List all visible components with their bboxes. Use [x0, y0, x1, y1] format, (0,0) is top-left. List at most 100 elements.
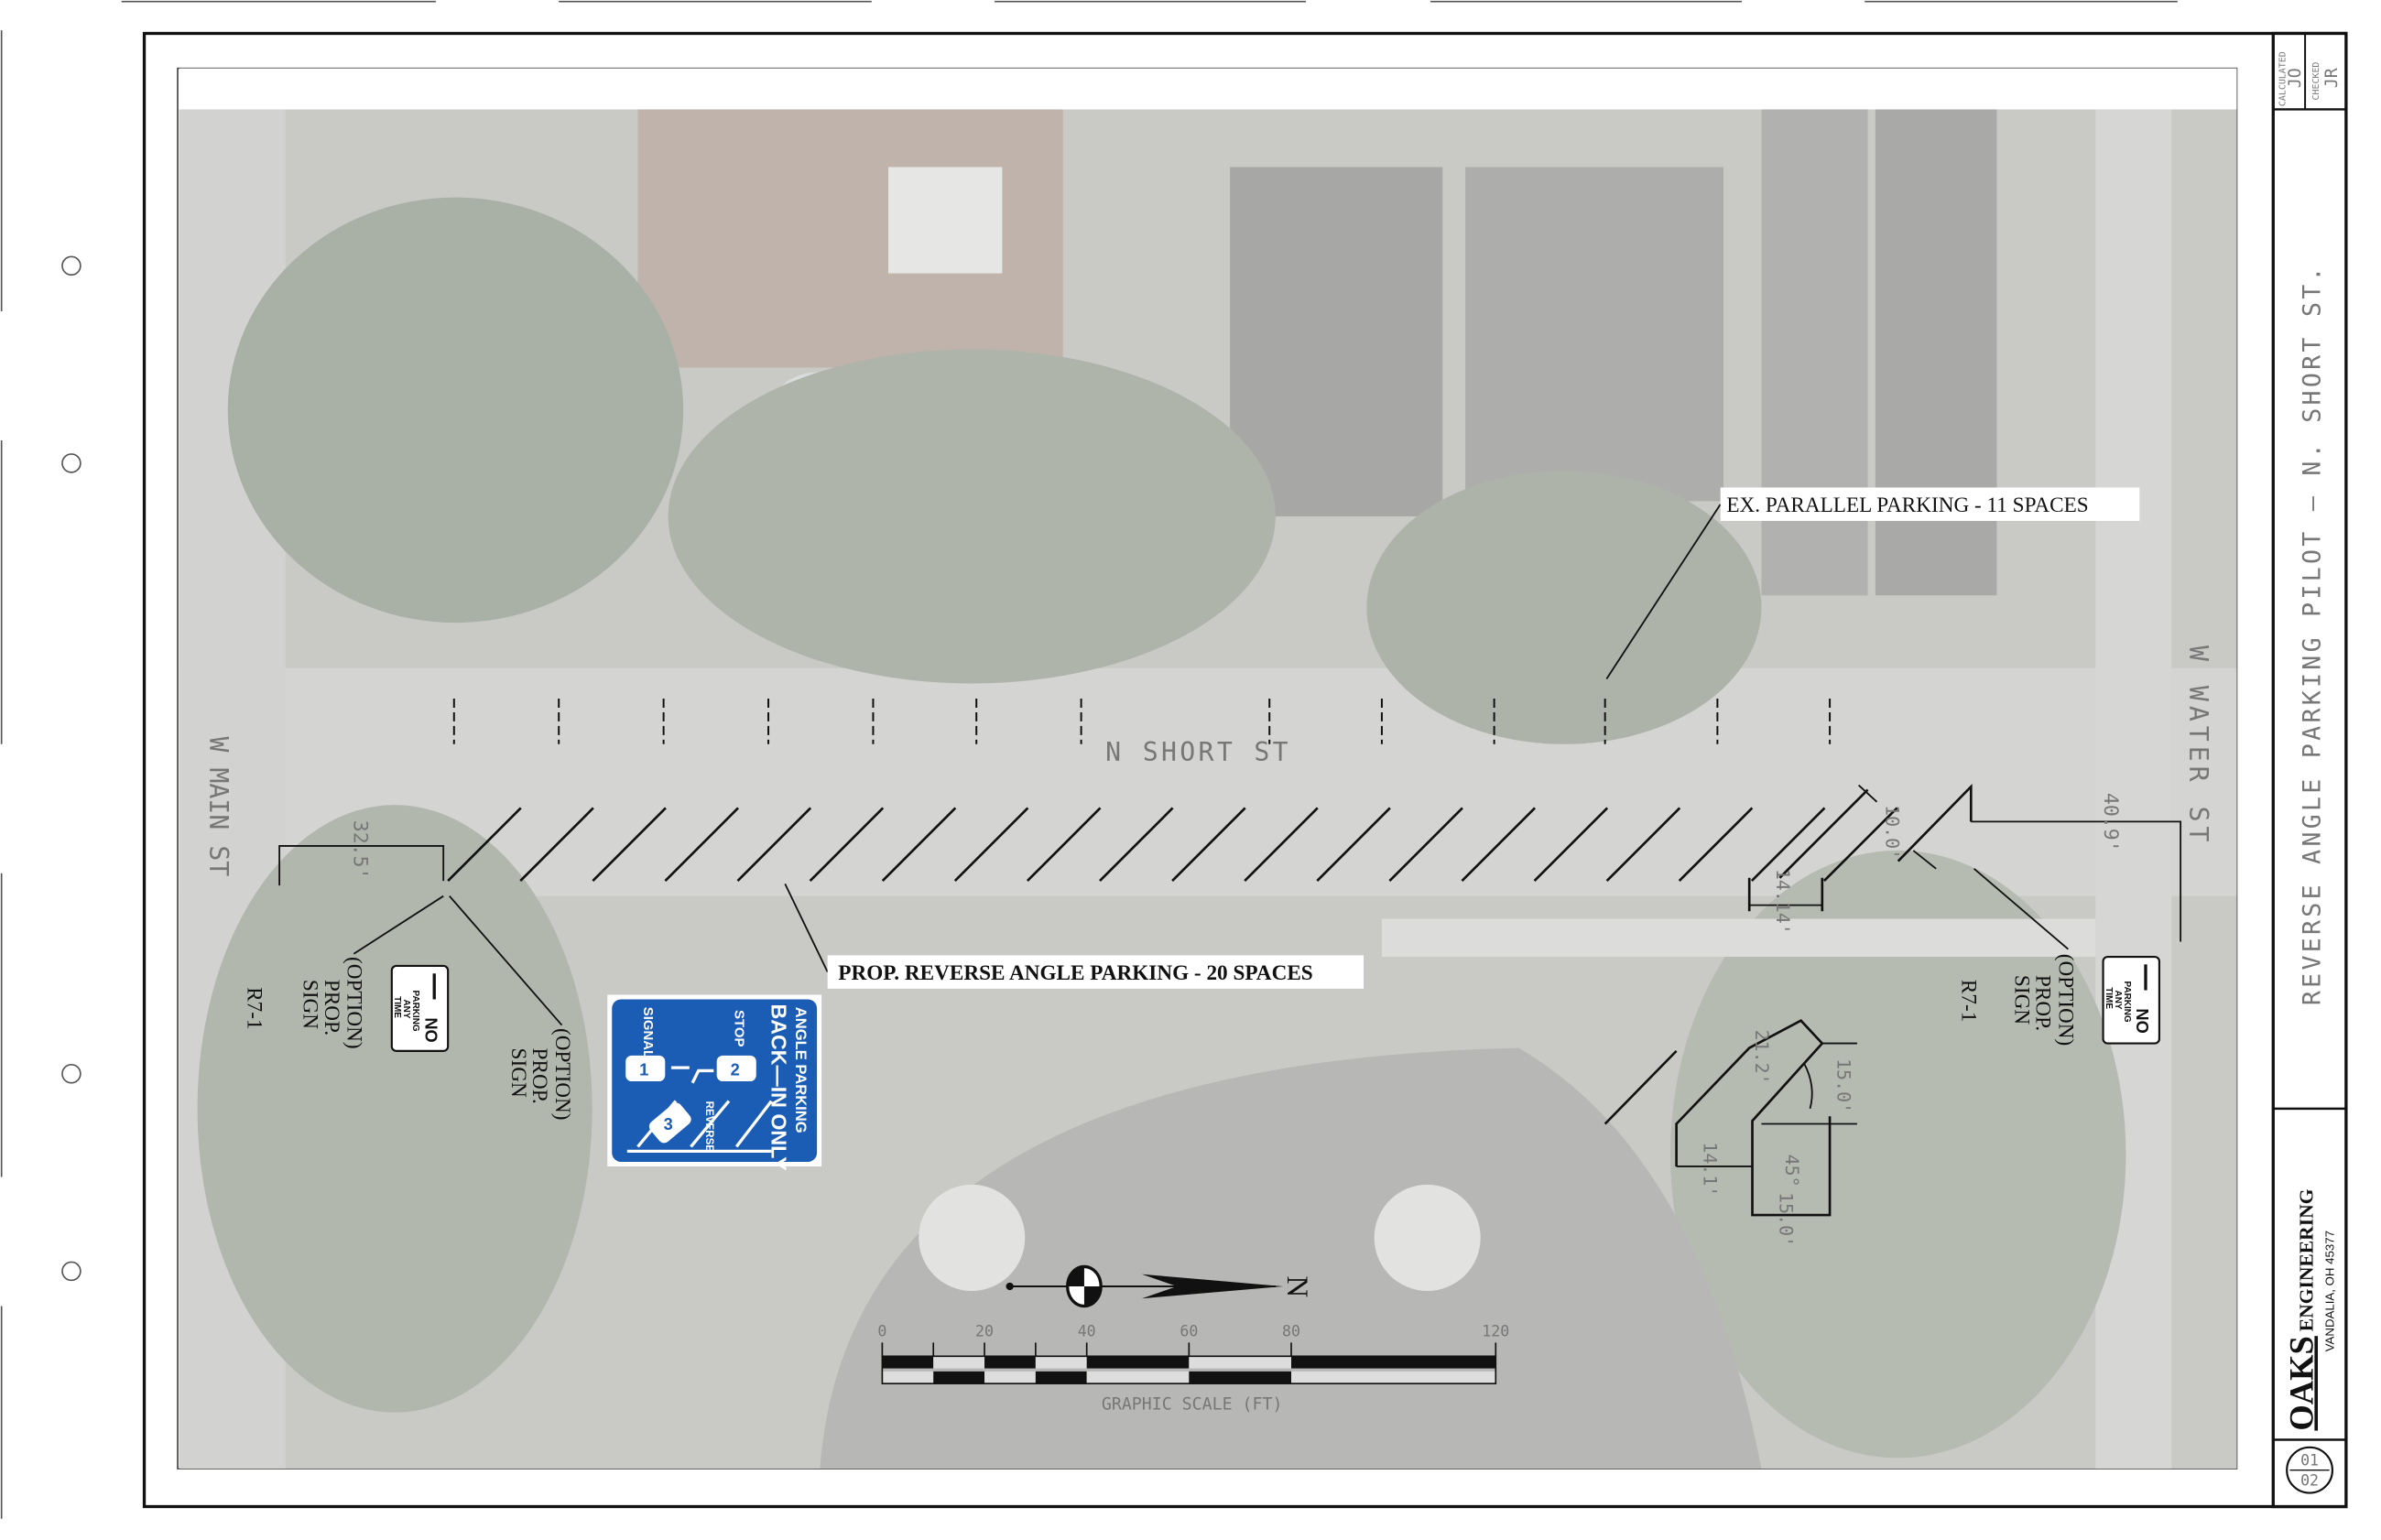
callout-text: PROP. REVERSE ANGLE PARKING - 20 SPACES — [838, 961, 1312, 985]
sheet-title: REVERSE ANGLE PARKING PILOT – N. SHORT S… — [2299, 264, 2327, 1005]
scale-tick-label: 60 — [1180, 1323, 1198, 1340]
sign-text: ANGLE PARKING — [792, 1007, 810, 1133]
scale-segment — [984, 1356, 1036, 1369]
no-parking-sign-right: NO PARKING ANY TIME — [2102, 955, 2160, 1045]
dimension-text: 14.14' — [1772, 869, 1793, 935]
aerial-photo — [179, 68, 2237, 1470]
label-line: SIGN — [506, 1048, 530, 1098]
sheet-number: 01 — [2300, 1452, 2319, 1470]
back-in-only-sign: ANGLE PARKING BACK—IN ONLY STOP SIGNAL R… — [607, 994, 822, 1171]
dimension-text: 14.1' — [1699, 1142, 1720, 1197]
scale-tick-label: 0 — [877, 1323, 886, 1340]
scale-tick-label: 40 — [1078, 1323, 1096, 1340]
sign-text: STOP — [732, 1010, 747, 1047]
checked-by: JR — [2322, 68, 2342, 88]
sign-text: TIME — [392, 996, 402, 1018]
sign-text: NO — [2133, 1008, 2152, 1033]
label-line: SIGN — [2009, 975, 2033, 1025]
sheet-number-badge: 01 02 — [2286, 1446, 2334, 1494]
sign-text: ANY — [2113, 991, 2123, 1010]
north-label: N — [1280, 1275, 1314, 1297]
proposed-angle-parking-stripes — [447, 807, 1898, 883]
dimension-text: 40.9' — [2099, 793, 2122, 852]
sheet-total: 02 — [2300, 1471, 2319, 1489]
scale-segment — [882, 1371, 934, 1384]
dimension-text: 21.2' — [1751, 1030, 1772, 1085]
calculated-label: CALCULATED — [2278, 51, 2289, 106]
label-line: (OPTION) — [2053, 954, 2077, 1047]
scale-tick-label: 80 — [1282, 1323, 1300, 1340]
parking-stripe — [664, 807, 739, 883]
title-block: CALCULATED JO CHECKED JR REVERSE ANGLE P… — [2271, 31, 2348, 1509]
parking-stripe — [1605, 807, 1681, 883]
existing-parallel-parking-ticks — [452, 699, 1832, 744]
scale-segment — [1290, 1356, 1496, 1369]
dimension-text: 15.0' — [1832, 1058, 1854, 1113]
logo-text: ENGINEERING — [2295, 1188, 2317, 1331]
graphic-scale: GRAPHIC SCALE (FT) 0 20 40 60 80 120 — [877, 1323, 1509, 1415]
stall-detail: 21.2' 15.0' 14.1' 45° 15.0' — [1604, 1019, 1857, 1247]
company-location: VANDALIA, OH 45377 — [2323, 1231, 2337, 1351]
scale-segment — [984, 1371, 1036, 1384]
end-island-right — [1747, 783, 1973, 912]
scale-title: GRAPHIC SCALE (FT) — [1102, 1394, 1283, 1414]
parking-stripe — [447, 807, 522, 883]
no-parking-sign-left: NO PARKING ANY TIME — [390, 964, 450, 1052]
label-line: (OPTION) — [550, 1028, 574, 1121]
sign-text: SIGNAL — [640, 1007, 656, 1058]
scale-tick-label: 20 — [975, 1323, 994, 1340]
label-line: PROP. — [527, 1048, 551, 1104]
scale-segment — [933, 1356, 985, 1369]
dimension-text: 45° — [1781, 1155, 1802, 1188]
binder-holes — [61, 255, 82, 1282]
parking-stripe — [736, 807, 812, 883]
callout-proposed-parking: PROP. REVERSE ANGLE PARKING - 20 SPACES — [784, 884, 1364, 989]
parking-stripe — [519, 807, 594, 883]
scale-tick-label: 120 — [1482, 1323, 1509, 1340]
parking-stripe — [1244, 807, 1319, 883]
sign-text: PARKING — [410, 991, 420, 1032]
dimension-stall-width-projected: 14.14' — [1749, 869, 1822, 935]
sign-text: ANY — [401, 999, 411, 1018]
sign-code-label: R7-1 — [242, 987, 266, 1029]
street-label-n-short: N SHORT ST — [1105, 737, 1291, 767]
sign-text: BACK—IN ONLY — [766, 1003, 790, 1171]
sign-text: 1 — [639, 1059, 648, 1079]
label-line: (OPTION) — [342, 957, 366, 1049]
parking-stripe — [1388, 807, 1463, 883]
sign-text: 3 — [664, 1114, 673, 1133]
callout-existing-parking: EX. PARALLEL PARKING - 11 SPACES — [1605, 487, 2140, 679]
scale-segment — [1035, 1356, 1087, 1369]
trim-marks — [0, 0, 2178, 1519]
sign-text: 2 — [731, 1059, 740, 1079]
dimension-text: 32.5' — [348, 820, 371, 880]
scale-segment — [1086, 1371, 1190, 1384]
car-icon: 1 2 3 — [625, 1055, 756, 1144]
parking-stripe — [809, 807, 885, 883]
scale-segment — [1290, 1371, 1496, 1384]
parking-stripe — [1823, 807, 1898, 883]
dimension-left-offset: 32.5' — [278, 820, 445, 886]
dimension-text: 15.0' — [1775, 1192, 1796, 1247]
option-sign-label-right: (OPTION) PROP. SIGN R7-1 — [1956, 868, 2077, 1047]
scale-segment — [1035, 1371, 1087, 1384]
callout-text: EX. PARALLEL PARKING - 11 SPACES — [1726, 493, 2088, 517]
parking-stripe — [1316, 807, 1391, 883]
sign-text: NO — [421, 1017, 440, 1042]
parking-stripe — [953, 807, 1029, 883]
checked-label: CHECKED — [2311, 62, 2321, 101]
scale-segment — [1189, 1356, 1291, 1369]
label-line: PROP. — [2031, 975, 2055, 1031]
parking-stripe — [1750, 807, 1826, 883]
option-sign-label-left-2: (OPTION) PROP. SIGN — [449, 895, 574, 1121]
street-label-w-water: W WATER ST — [2183, 645, 2213, 847]
parking-stripe — [592, 807, 667, 883]
sign-text: PARKING — [2122, 981, 2132, 1023]
dimension-right-offset: 40.9' — [1971, 793, 2182, 942]
parking-stripe — [1461, 807, 1537, 883]
sign-code-label: R7-1 — [1956, 980, 1980, 1022]
label-line: PROP. — [320, 980, 343, 1036]
scale-segment — [882, 1356, 934, 1369]
logo-text: OAKS — [2282, 1336, 2320, 1430]
